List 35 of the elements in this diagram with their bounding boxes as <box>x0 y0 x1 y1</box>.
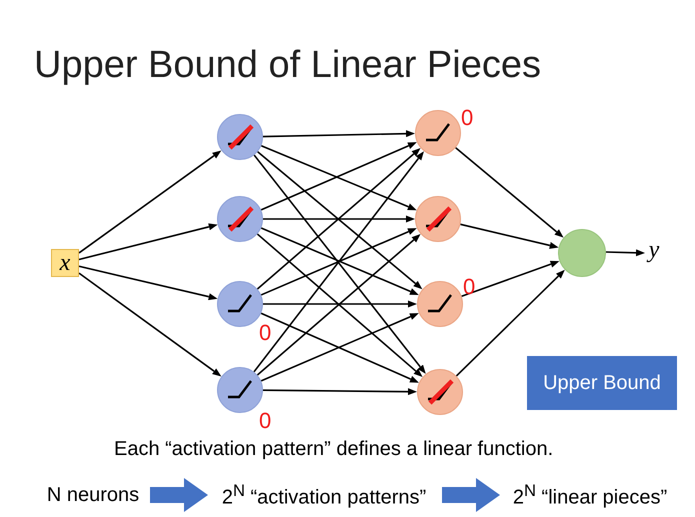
arrow <box>78 223 218 260</box>
arrow <box>460 224 559 249</box>
arrow <box>461 260 560 297</box>
step-text: 2$^{N}$ “linear pieces” <box>502 481 678 509</box>
arrow <box>263 216 415 222</box>
input-box: x <box>51 249 79 277</box>
output-variable: y <box>647 238 661 262</box>
zero-label: 0 <box>461 105 474 131</box>
arrow <box>263 300 417 308</box>
step-text: N neurons <box>40 482 146 508</box>
neuron-circle <box>217 114 263 160</box>
block-arrow <box>150 478 208 512</box>
neuron-circle <box>415 196 461 242</box>
arrow <box>78 150 222 254</box>
arrow <box>262 130 415 138</box>
output-neuron-circle <box>558 229 606 277</box>
zero-label: 0 <box>463 274 476 300</box>
neuron-circle <box>217 196 263 242</box>
neuron-circle <box>415 110 461 156</box>
slide-title: Upper Bound of Linear Pieces <box>34 44 541 87</box>
block-arrow <box>442 478 500 512</box>
neuron-circle <box>417 369 463 415</box>
note-text: Each “activation pattern” defines a linear function. <box>114 438 554 461</box>
zero-label: 0 <box>259 320 272 346</box>
arrow <box>455 147 564 238</box>
step-text: 2$^{N}$ “activation patterns” <box>210 481 438 509</box>
arrow <box>78 266 218 300</box>
arrow <box>606 249 645 256</box>
neuron-circle <box>417 281 463 327</box>
arrow <box>456 270 565 376</box>
neuron-circle <box>217 367 263 413</box>
arrow <box>78 272 222 376</box>
zero-label: 0 <box>259 408 272 434</box>
upper-bound-button: Upper Bound <box>527 356 677 410</box>
arrow <box>263 388 417 396</box>
